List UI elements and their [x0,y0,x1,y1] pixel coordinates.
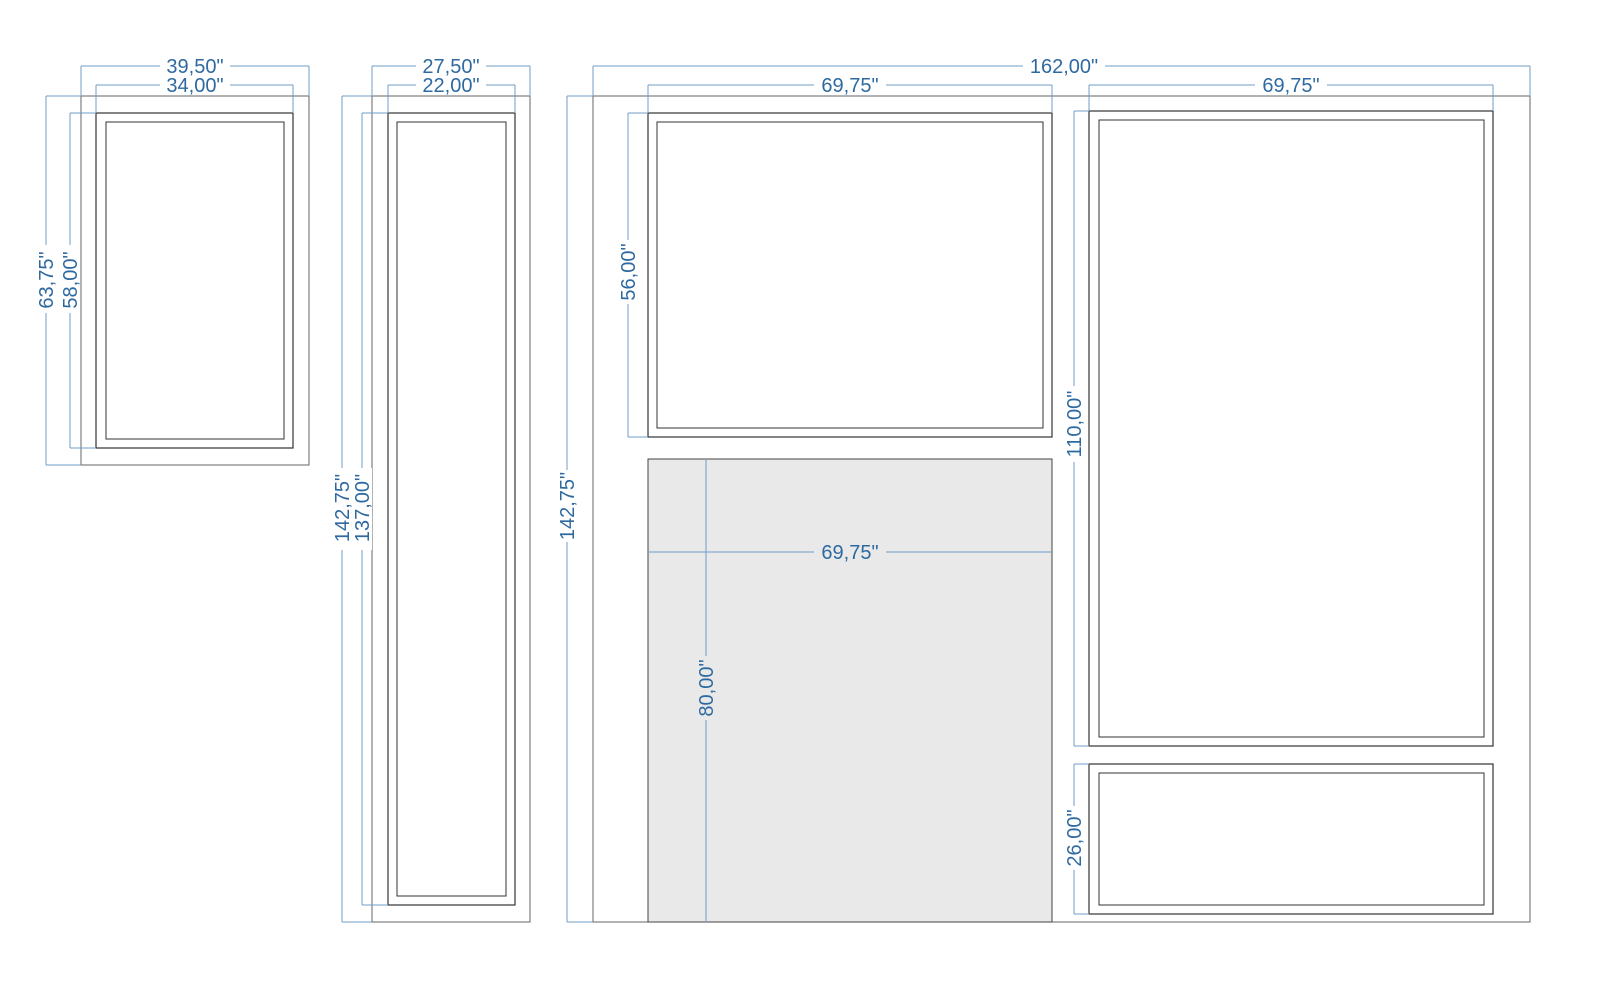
top-left-window-frame [647,112,1053,438]
top-left-window-inner [656,121,1044,429]
panel-b-frame [387,112,516,906]
wall-elevation: 162,00" 69,75" 69,75" 142,75" 56,00" 110… [557,55,1531,923]
panel-a-outer-width: 39,50" [166,56,223,78]
door-height: 80,00" [696,659,718,716]
wall-total-height: 142,75" [557,472,579,540]
right-tall-window-height: 110,00" [1064,391,1086,458]
panel-b: 27,50" 22,00" 142,75" 137,00" [332,55,531,923]
panel-a: 39,50" 34,00" 63,75" 58,00" [36,55,310,466]
right-short-window-frame [1088,763,1494,915]
panel-a-inner-width: 34,00" [166,75,223,97]
panel-a-outer-height: 63,75" [36,251,58,308]
right-tall-window-inner [1098,119,1485,738]
door-width: 69,75" [821,542,878,564]
top-left-window-height: 56,00" [618,243,640,300]
panel-a-outer [80,95,310,466]
panel-b-inner-frame [396,121,507,897]
panel-b-outer-height: 142,75" [332,474,354,542]
panel-b-inner-height: 137,00" [352,474,374,542]
wall-outer [592,95,1531,923]
panel-a-frame [95,112,294,449]
right-window-width: 69,75" [1262,75,1319,97]
right-tall-window-frame [1088,110,1494,747]
panel-b-inner-width: 22,00" [422,75,479,97]
right-short-window-inner [1098,772,1485,906]
panel-b-outer-width: 27,50" [422,56,479,78]
panel-a-inner-frame [105,121,285,440]
top-left-window-width: 69,75" [821,75,878,97]
panel-a-inner-height: 58,00" [60,251,82,308]
right-short-window-height: 26,00" [1064,809,1086,866]
wall-total-width: 162,00" [1030,56,1098,78]
